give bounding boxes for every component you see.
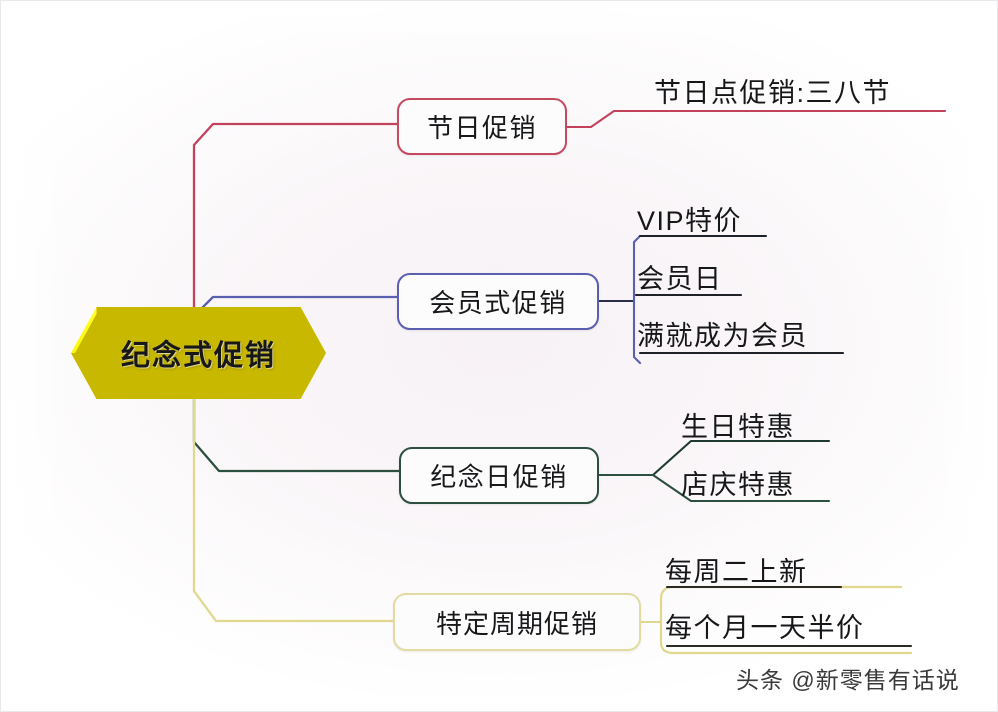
branch-node-membership-promotion[interactable]: 会员式促销 [397, 273, 599, 330]
leaf-node-vip-special-price[interactable]: VIP特价 [637, 206, 743, 236]
edge-root-to-cycle [192, 395, 395, 623]
leaf-node-store-anniversary-special[interactable]: 店庆特惠 [681, 470, 795, 500]
leaf-node-member-day[interactable]: 会员日 [637, 264, 723, 294]
root-hexagon-border [71, 307, 326, 399]
edge-root-to-festival [192, 122, 399, 311]
branch-node-anniversary-promotion[interactable]: 纪念日促销 [399, 447, 599, 504]
root-node-memorial-promotion[interactable]: 纪念式促销 [71, 307, 326, 399]
edge-root-to-anniv [192, 395, 401, 473]
leaf-node-new-arrivals-every-tuesday[interactable]: 每周二上新 [665, 557, 808, 587]
leaf-node-one-half-price-day-monthly[interactable]: 每个月一天半价 [665, 613, 865, 643]
leaf-node-spend-to-become-member[interactable]: 满就成为会员 [637, 321, 808, 351]
branch-node-label: 纪念日促销 [430, 462, 568, 492]
branch-node-label: 节日促销 [426, 113, 537, 143]
branch-node-label: 特定周期促销 [435, 608, 598, 639]
branch-node-periodic-promotion[interactable]: 特定周期促销 [393, 593, 641, 651]
root-node-label: 纪念式促销 [120, 340, 276, 372]
leaf-node-womens-day-promotion[interactable]: 节日点促销:三八节 [654, 78, 892, 108]
branch-node-label: 会员式促销 [429, 288, 567, 318]
leaf-node-birthday-special[interactable]: 生日特惠 [681, 412, 795, 442]
branch-node-festival-promotion[interactable]: 节日促销 [397, 98, 567, 155]
watermark-text: 头条 @新零售有话说 [736, 667, 960, 693]
edge-festival-to-sanba [565, 109, 947, 129]
